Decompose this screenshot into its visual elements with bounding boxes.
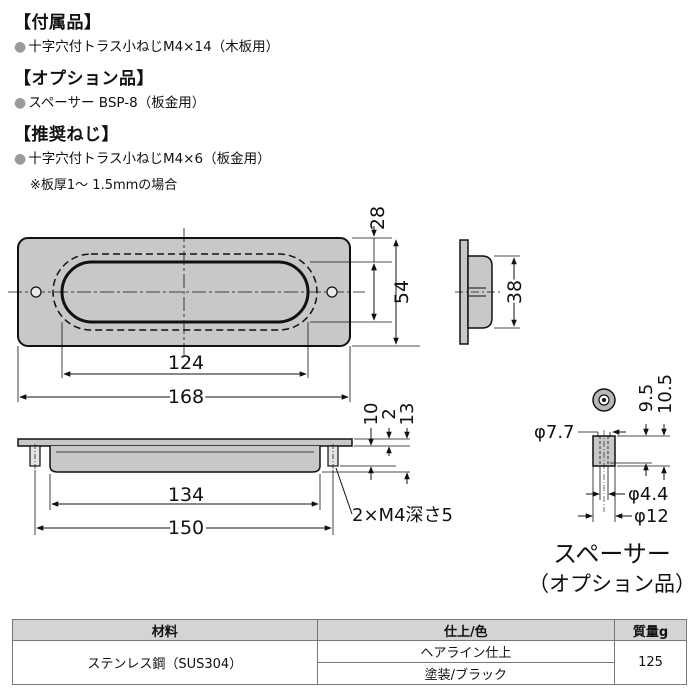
accessory-item-text: 十字穴付トラス小ねじM4×14（木板用）	[28, 39, 280, 55]
mass-cell: 125	[614, 640, 687, 685]
finish-cell: 塗装/ブラック	[316, 662, 616, 685]
dim-9-5-label: 9.5	[636, 384, 657, 413]
screw-hole-right	[326, 286, 338, 298]
technical-drawing: 28 54 124 168 38	[8, 206, 696, 596]
dim-phi-7-7-label: φ7.7	[534, 422, 575, 443]
side-view: 38	[455, 239, 529, 345]
spacer-sublabel: （オプション品）	[528, 572, 696, 596]
recommended-screw-text: 十字穴付トラス小ねじM4×6（板金用）	[28, 151, 271, 167]
table-row: 塗装/ブラック	[13, 662, 687, 685]
material-cell: ステンレス鋼（SUS304）	[12, 640, 318, 685]
section-heading-options: 【オプション品】	[14, 69, 154, 89]
dim-150-label: 150	[168, 517, 204, 539]
spec-table: 材料 仕上/色 質量g ステンレス鋼（SUS304） ヘアライン仕上 125 塗…	[12, 619, 687, 685]
spacer-side-view	[592, 435, 616, 467]
spec-table-header-row: 材料 仕上/色 質量g	[12, 619, 687, 641]
spacer-drawing: 9.5 10.5 φ7.7 φ4.4 φ12 スペーサー （オプション品）	[528, 374, 696, 596]
dim-28-label: 28	[367, 206, 389, 230]
header-mass: 質量g	[614, 619, 687, 641]
dim-168-label: 168	[168, 386, 204, 408]
table-row: ステンレス鋼（SUS304） ヘアライン仕上 125	[12, 640, 687, 685]
recess-profile	[49, 446, 321, 473]
section-heading-accessories: 【付属品】	[14, 13, 102, 33]
bottom-view: 10 2 13 134 150 2×M4深さ5	[17, 403, 453, 542]
header-finish-color: 仕上/色	[316, 619, 616, 641]
spacer-label: スペーサー	[553, 540, 671, 568]
screw-hole-left	[30, 286, 42, 298]
dim-54-label: 54	[391, 280, 413, 304]
screw-depth-note: 2×M4深さ5	[352, 505, 453, 526]
option-item: ●スペーサー BSP-8（板金用）	[14, 95, 206, 111]
accessory-item: ●十字穴付トラス小ねじM4×14（木板用）	[14, 39, 280, 55]
plate-thickness-note: ※板厚1～ 1.5mmの場合	[30, 178, 178, 193]
section-heading-recommended-screws: 【推奨ねじ】	[14, 125, 119, 145]
dim-13-label: 13	[397, 403, 418, 426]
dim-phi-4-4-label: φ4.4	[628, 484, 669, 505]
dim-38-label: 38	[504, 280, 526, 304]
dim-phi-12-label: φ12	[634, 506, 669, 527]
dim-10-label: 10	[361, 403, 382, 426]
dim-2-label: 2	[379, 408, 400, 419]
front-view: 28 54 124 168	[8, 206, 420, 411]
flange-profile	[17, 438, 353, 447]
dim-10-5-label: 10.5	[655, 374, 676, 414]
dim-134-label: 134	[168, 484, 204, 506]
recommended-screw-item: ●十字穴付トラス小ねじM4×6（板金用）	[14, 151, 271, 167]
option-item-text: スペーサー BSP-8（板金用）	[28, 95, 206, 111]
header-material: 材料	[12, 619, 318, 641]
finish-cell: ヘアライン仕上	[316, 640, 616, 663]
dim-124-label: 124	[168, 352, 204, 374]
